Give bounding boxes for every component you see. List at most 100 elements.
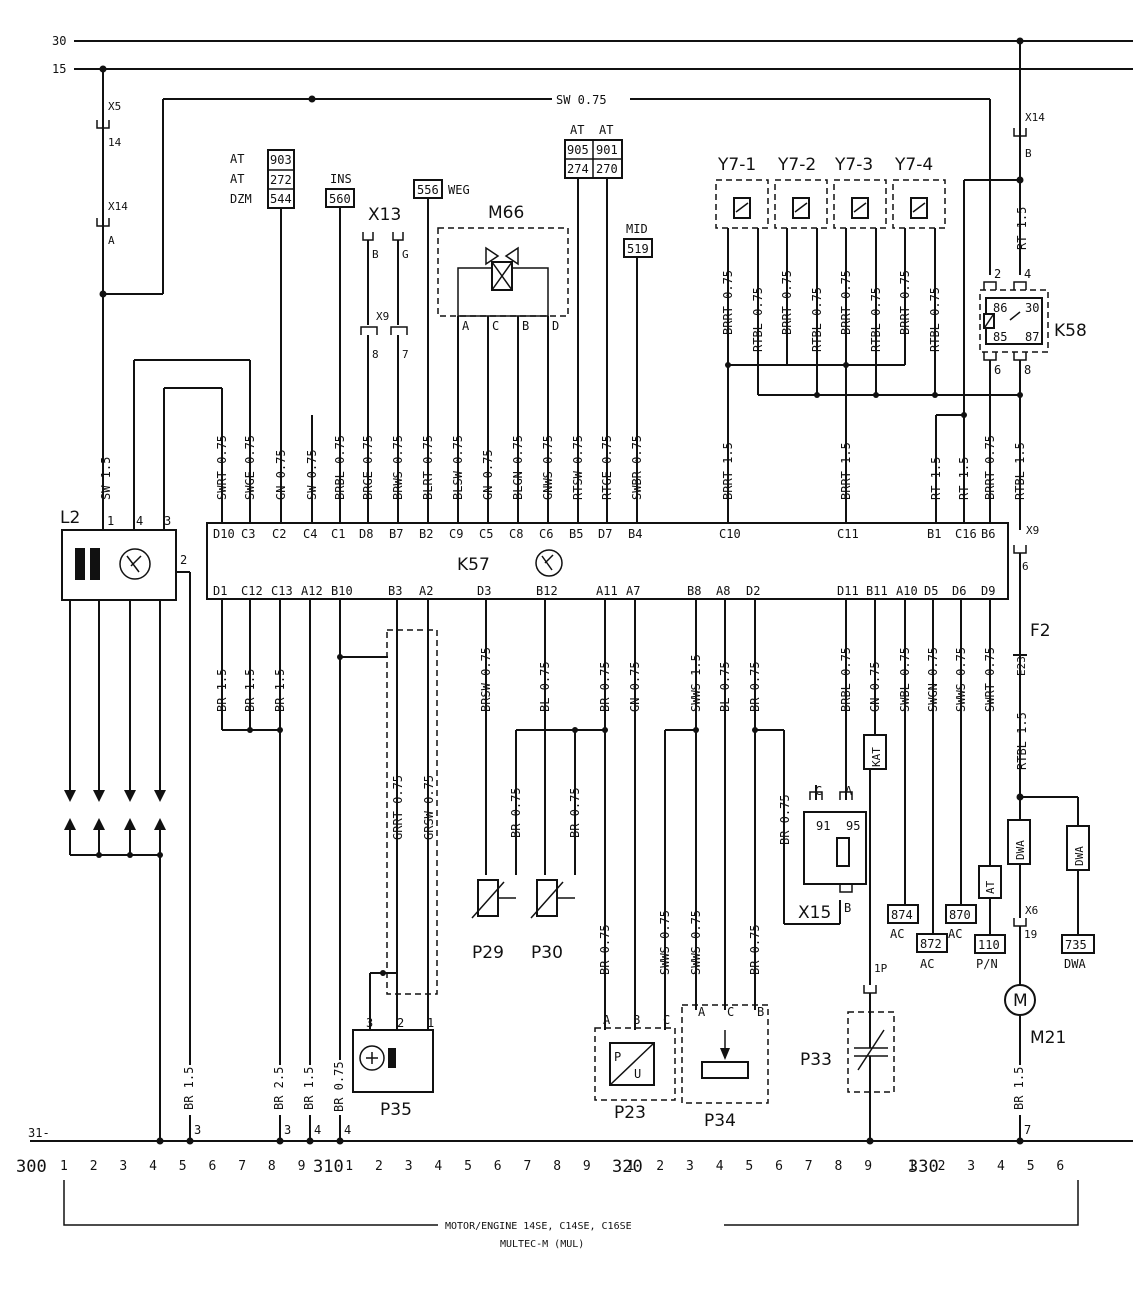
svg-text:2: 2 <box>994 267 1001 281</box>
k57-top-pin: B6 <box>981 527 995 541</box>
svg-text:AT: AT <box>984 880 997 894</box>
k57-top-wire-label: RT 1.5 <box>929 457 943 500</box>
scale-digit: 7 <box>805 1159 813 1174</box>
k57-bottom-pin: B3 <box>388 584 402 598</box>
svg-text:274: 274 <box>567 162 589 176</box>
svg-text:7: 7 <box>1024 1123 1031 1137</box>
svg-text:AT: AT <box>230 172 244 186</box>
svg-text:6: 6 <box>994 363 1001 377</box>
k57-top-wire-label: SWBR 0.75 <box>630 435 644 500</box>
svg-text:85: 85 <box>993 330 1007 344</box>
svg-text:RTBL 1.5: RTBL 1.5 <box>1015 712 1029 770</box>
rail-30-label: 30 <box>52 34 66 48</box>
p30-ntc-icon <box>536 879 558 917</box>
svg-text:X15: X15 <box>798 903 831 923</box>
coil-core-icon <box>75 548 85 580</box>
scale-digit: 4 <box>997 1159 1005 1174</box>
k57-top-pin: C10 <box>719 527 741 541</box>
svg-text:7: 7 <box>402 348 409 361</box>
p29-ntc-icon <box>477 879 499 917</box>
svg-text:544: 544 <box>270 192 292 206</box>
wire-sw-1-5: SW 1.5 <box>99 457 113 500</box>
svg-text:3: 3 <box>284 1123 291 1137</box>
svg-text:AC: AC <box>920 957 934 971</box>
scale-digit: 2 <box>90 1159 98 1174</box>
k57-top-pin: C9 <box>449 527 463 541</box>
svg-text:86: 86 <box>993 301 1007 315</box>
svg-text:19: 19 <box>1024 928 1037 941</box>
k57-top-wire-label: SWGE 0.75 <box>243 435 257 500</box>
l2-ignition-module: L2 1 4 3 2 <box>60 359 251 1140</box>
svg-text:BR 0.75: BR 0.75 <box>778 794 792 845</box>
k57-top-pin: D7 <box>598 527 612 541</box>
svg-text:31-: 31- <box>28 1126 50 1140</box>
x14-pin: A <box>108 234 115 247</box>
ecu-transistor-icon <box>535 549 563 577</box>
svg-text:RT 1.5: RT 1.5 <box>1015 207 1029 250</box>
left-feed: X5 14 X14 A SW 1.5 <box>96 69 128 530</box>
svg-text:4: 4 <box>136 514 143 528</box>
k57-bottom-pin: A2 <box>419 584 433 598</box>
x15-p33: C A 91 95 B X15 KAT 1P P33 <box>798 599 895 1140</box>
svg-text:6: 6 <box>1022 560 1029 573</box>
svg-text:B: B <box>1025 147 1032 160</box>
scale-digit: 6 <box>1056 1159 1064 1174</box>
svg-text:BR 1.5: BR 1.5 <box>302 1067 316 1110</box>
k57-top-wire-label: BRRT 1.5 <box>839 442 853 500</box>
svg-text:DZM: DZM <box>230 192 252 206</box>
svg-text:91: 91 <box>816 819 830 833</box>
transistor-icon <box>119 548 151 580</box>
k57-top-pin: B5 <box>569 527 583 541</box>
k57-top-wire-label: BLRT 0.75 <box>421 435 435 500</box>
footer-system-label: MULTEC-M (MUL) <box>500 1239 584 1250</box>
svg-text:903: 903 <box>270 153 292 167</box>
svg-text:U: U <box>634 1067 641 1081</box>
footer-engine-label: MOTOR/ENGINE 14SE, C14SE, C16SE <box>445 1221 632 1232</box>
svg-text:B: B <box>757 1005 764 1019</box>
svg-text:AC: AC <box>890 927 904 941</box>
svg-text:4: 4 <box>1024 267 1031 281</box>
svg-text:RTBL 0.75: RTBL 0.75 <box>928 287 942 352</box>
ground-rail: 31- 3 3 4 4 7 <box>28 1123 1133 1145</box>
m21-fuel-pump: DWA DWA 735 DWA X6 19 M M21 BR 1.5 <box>1004 819 1095 1140</box>
k57-top-wire-label: BLSW 0.75 <box>451 435 465 500</box>
k57-top-pin: C1 <box>331 527 345 541</box>
k57-top-pin: C4 <box>303 527 317 541</box>
scale-digit: 2 <box>375 1159 383 1174</box>
svg-text:AC: AC <box>948 927 962 941</box>
k57-top-wire-label: BRRT 1.5 <box>721 442 735 500</box>
svg-text:95: 95 <box>846 819 860 833</box>
svg-text:P/N: P/N <box>976 957 998 971</box>
k57-top-wire-label: GN 0.75 <box>274 449 288 500</box>
scale-digit: 9 <box>298 1159 306 1174</box>
k57-top-pin: D10 <box>213 527 235 541</box>
k57-top-wire-label: SWRT 0.75 <box>215 435 229 500</box>
k57-bottom-pin: D6 <box>952 584 966 598</box>
k57-top-pin: B7 <box>389 527 403 541</box>
svg-text:P23: P23 <box>614 1103 646 1123</box>
k57-top-wire-label: BRWS 0.75 <box>391 435 405 500</box>
svg-text:BRRT 0.75: BRRT 0.75 <box>839 270 853 335</box>
k57-top-pin: C3 <box>241 527 255 541</box>
svg-text:A: A <box>462 319 470 333</box>
k57-top-wire-label: BRRT 0.75 <box>983 435 997 500</box>
svg-text:MID: MID <box>626 222 648 236</box>
svg-text:B: B <box>844 901 851 915</box>
svg-text:BR 0.75: BR 0.75 <box>748 924 762 975</box>
k57-top-wire-label: BRBL 0.75 <box>333 435 347 500</box>
scale-digit: 5 <box>179 1159 187 1174</box>
k57-bottom-pin: D1 <box>213 584 227 598</box>
svg-text:556: 556 <box>417 183 439 197</box>
svg-text:3: 3 <box>194 1123 201 1137</box>
scale-digit: 4 <box>149 1159 157 1174</box>
k57-top-pin: D8 <box>359 527 373 541</box>
svg-text:M66: M66 <box>488 203 524 223</box>
svg-text:A: A <box>603 1013 611 1027</box>
svg-text:A: A <box>845 784 853 798</box>
scale-digit: 6 <box>494 1159 502 1174</box>
svg-text:P33: P33 <box>800 1050 832 1070</box>
scale-digit: 8 <box>553 1159 561 1174</box>
svg-text:AT: AT <box>230 152 244 166</box>
svg-text:K57: K57 <box>457 555 490 575</box>
